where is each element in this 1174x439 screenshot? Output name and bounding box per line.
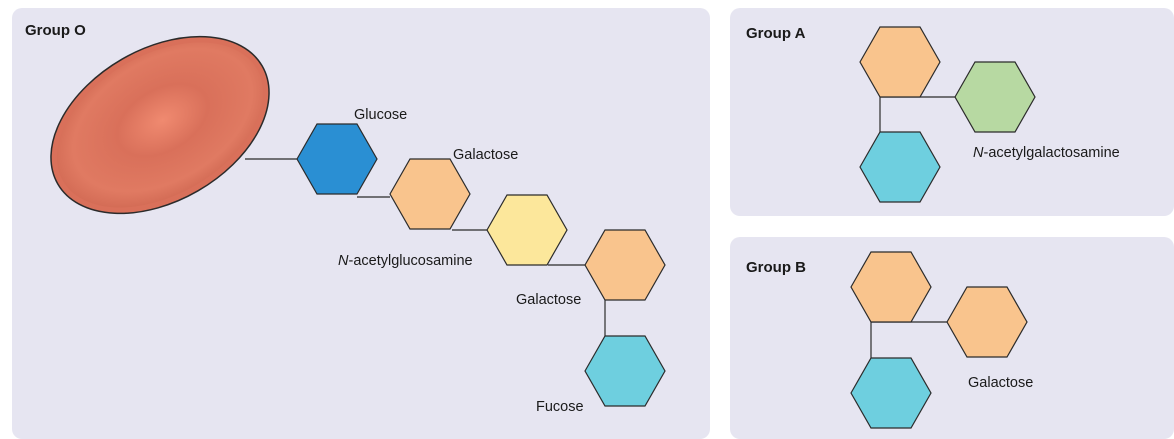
- group-a-panel: Group A: [730, 8, 1174, 216]
- b-fucose-hexagon: [850, 357, 932, 429]
- red-blood-cell: [50, 35, 270, 215]
- galactose-label-1: Galactose: [453, 147, 518, 163]
- galactose-label-b: Galactose: [968, 375, 1033, 391]
- n-acetylglucosamine-label: N-acetylglucosamine: [338, 253, 473, 269]
- glucose-hexagon: [296, 123, 378, 195]
- n-acetylgalactosamine-label: N-acetylgalactosamine: [973, 145, 1120, 161]
- galactose-hexagon-1: [389, 158, 471, 230]
- glucose-label: Glucose: [354, 107, 407, 123]
- n-acetylglucosamine-hexagon: [486, 194, 568, 266]
- a-galactose-hexagon: [859, 26, 941, 98]
- galactose-label-2: Galactose: [516, 292, 581, 308]
- fucose-hexagon: [584, 335, 666, 407]
- group-b-panel: Group B: [730, 237, 1174, 439]
- fucose-label: Fucose: [536, 399, 584, 415]
- group-b-title: Group B: [746, 259, 806, 276]
- b-terminal-galactose-hexagon: [946, 286, 1028, 358]
- b-galactose-hexagon: [850, 251, 932, 323]
- group-a-title: Group A: [746, 25, 806, 42]
- group-o-title: Group O: [25, 22, 86, 39]
- a-n-acetylgalactosamine-hexagon: [954, 61, 1036, 133]
- a-fucose-hexagon: [859, 131, 941, 203]
- galactose-hexagon-2: [584, 229, 666, 301]
